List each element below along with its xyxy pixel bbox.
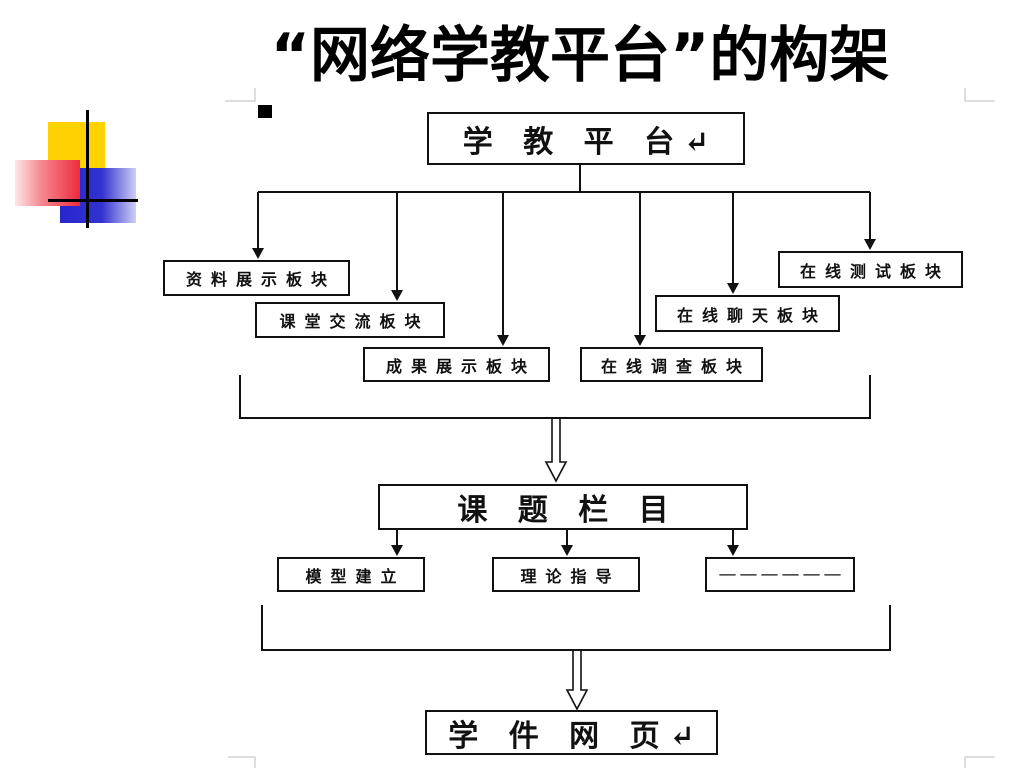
column-arrow-1-head [391,545,403,556]
column-arrow-3-head [727,545,739,556]
column-item-box-3: —————— [705,557,855,592]
slide-title: “网络学教平台”的构架 [270,21,890,91]
module-box-5: 在线聊天板块 [655,295,840,332]
module-arrow-3-head [497,335,509,346]
logo-vertical-line [86,110,89,228]
module-box-2: 课堂交流板块 [255,302,445,338]
crop-mark-bottom-left [228,756,256,768]
crop-mark-top-left [225,88,256,102]
logo-horizontal-line [48,199,138,202]
column-items-bracket [261,605,891,651]
column-item-box-2: 理论指导 [492,557,640,592]
modules-to-column-arrow [544,419,568,483]
column-arrow-2-head [561,545,573,556]
crop-mark-top-right [964,88,995,102]
root-node-box: 学 教 平 台↵ [427,112,745,165]
logo-red-square [15,160,80,206]
module-arrow-2-head [391,290,403,301]
bullet-marker [258,105,272,118]
module-arrow-1-head [252,248,264,259]
module-arrow-4-head [634,335,646,346]
column-to-output-arrow [565,651,589,711]
output-node-box: 学 件 网 页↵ [425,710,718,755]
module-box-6: 在线测试板块 [778,251,963,288]
module-box-3: 成果展示板块 [363,347,550,382]
modules-bracket [239,375,871,419]
column-node-box: 课 题 栏 目 [378,484,748,530]
module-box-1: 资料展示板块 [163,260,350,296]
module-box-4: 在线调查板块 [580,347,763,382]
column-item-box-1: 模型建立 [277,557,425,592]
module-arrow-5-head [727,283,739,294]
module-arrow-6-head [864,239,876,250]
crop-mark-bottom-right [964,756,995,768]
